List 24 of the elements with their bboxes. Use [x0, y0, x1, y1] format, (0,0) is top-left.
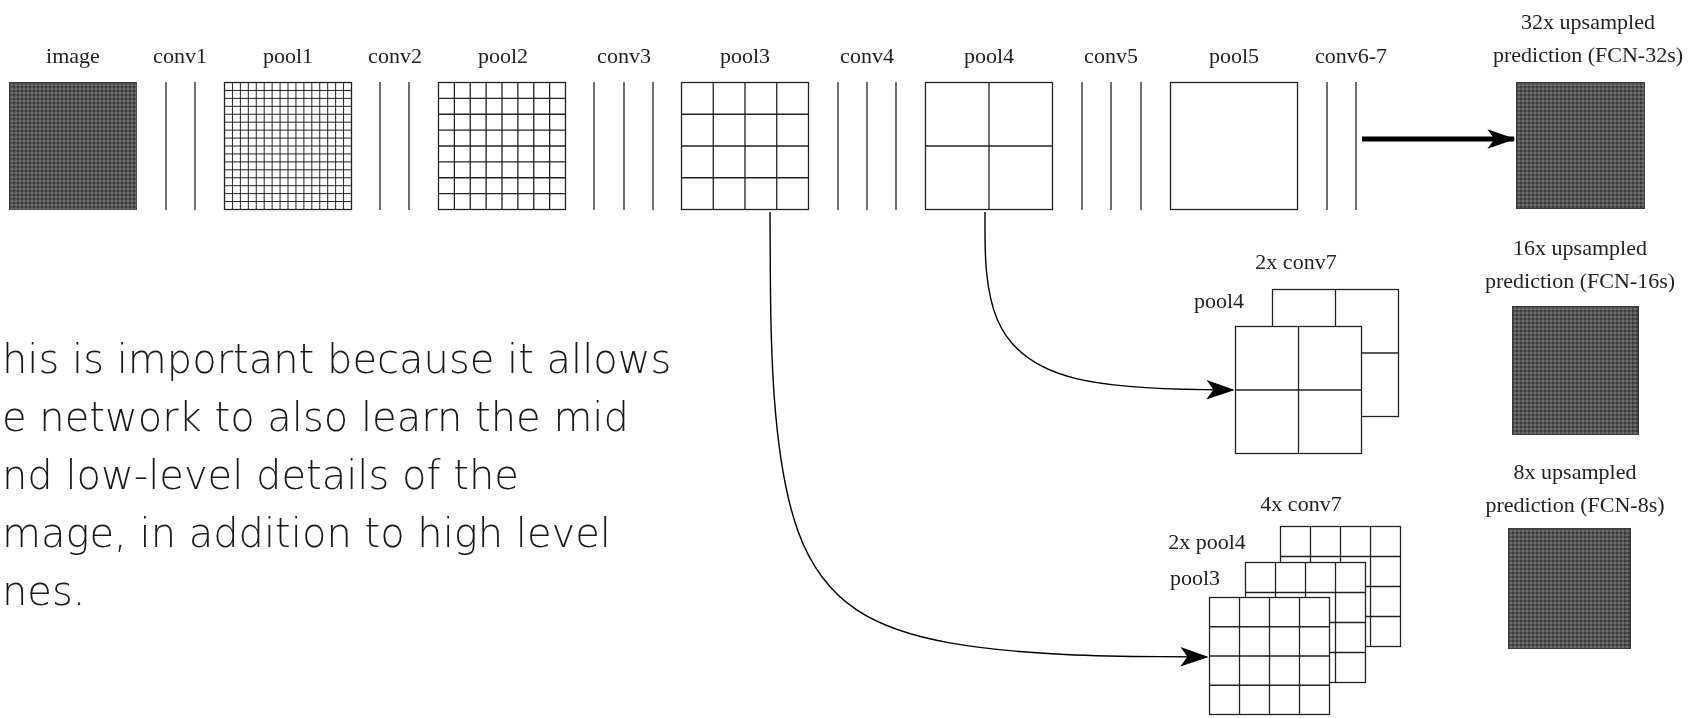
layer-label: conv1	[153, 41, 207, 70]
layer-label: pool5	[1208, 41, 1260, 70]
layer-label: 2x pool4	[1168, 527, 1246, 556]
layer-label: conv6-7	[1314, 41, 1388, 70]
paragraph: his is important because it allows e network to also learn the mid nd low-level details of the mage, in addition to high level nes.	[2, 335, 672, 616]
layer-label: conv5	[1084, 41, 1138, 70]
layer-label: pool1	[262, 41, 314, 70]
arrow	[1362, 129, 1516, 149]
layer-label: 32x upsampled prediction (FCN-32s)	[1493, 8, 1683, 69]
layer-label: image	[46, 41, 100, 70]
layer-label: conv3	[597, 41, 651, 70]
layer-label: pool4	[963, 41, 1015, 70]
layer-label: pool4	[1193, 286, 1245, 315]
layer-label: conv4	[840, 41, 894, 70]
layer-label: 8x upsampled prediction (FCN-8s)	[1485, 458, 1665, 519]
layer-label: conv2	[368, 41, 422, 70]
layer-label: pool3	[1169, 563, 1221, 592]
arrow	[984, 211, 1235, 400]
layer-label: pool3	[719, 41, 771, 70]
arrow	[769, 211, 1209, 667]
layer-label: 4x conv7	[1260, 489, 1342, 518]
layer-label: 16x upsampled prediction (FCN-16s)	[1485, 234, 1675, 295]
layer-label: 2x conv7	[1255, 247, 1337, 276]
layer-label: pool2	[477, 41, 529, 70]
